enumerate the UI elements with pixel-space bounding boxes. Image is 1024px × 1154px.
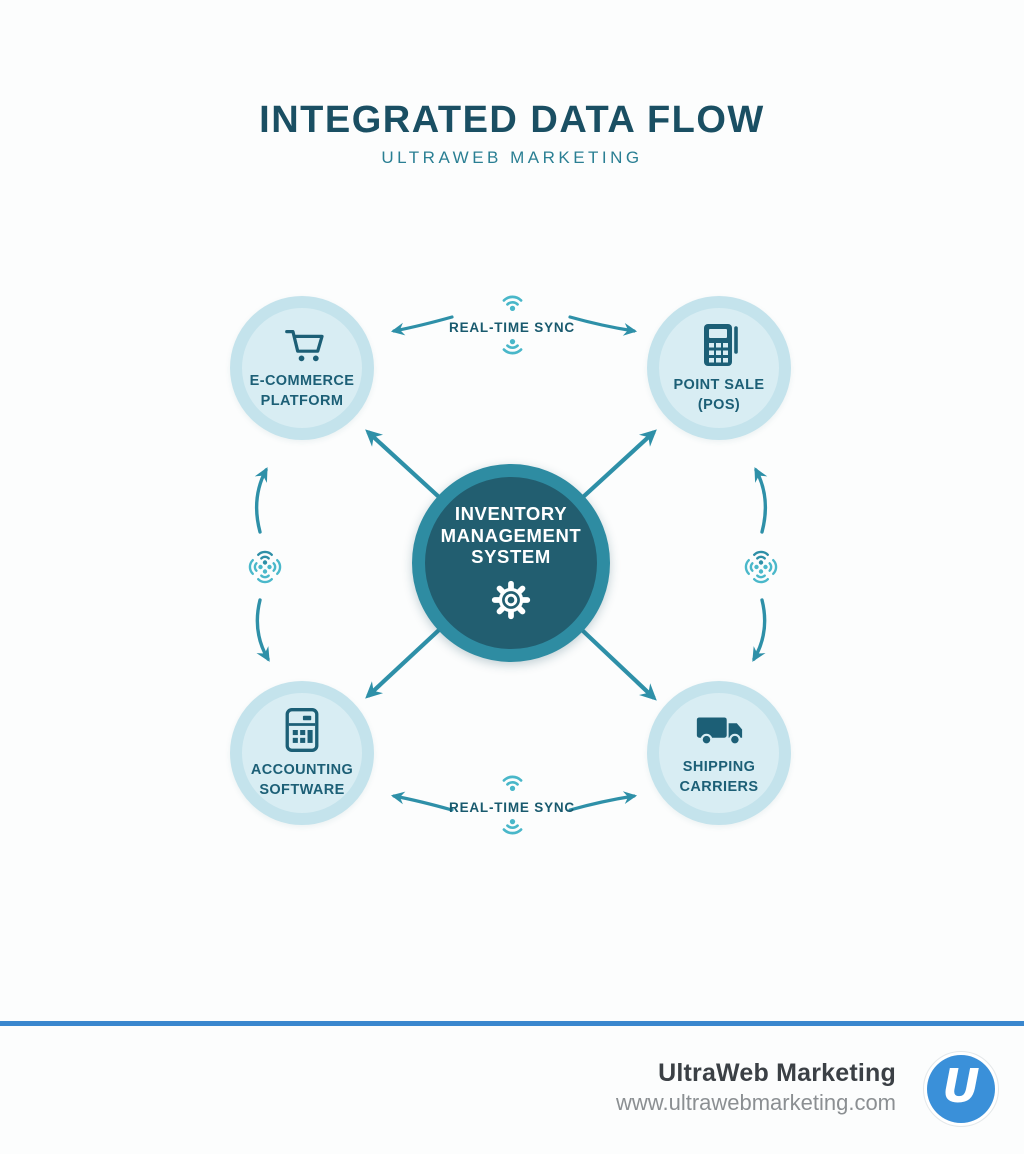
wifi-icon-flipped	[499, 818, 526, 841]
wifi-4way-icon	[248, 550, 282, 584]
node-label: E-COMMERCE PLATFORM	[249, 373, 355, 409]
node-label: POINT SALE (POS)	[673, 377, 765, 413]
ultraweb-logo-circle: U	[927, 1055, 995, 1123]
sync-arrows-horizontal	[390, 315, 638, 812]
shopping-cart-icon	[279, 325, 325, 365]
calculator-icon	[281, 706, 323, 754]
wifi-4way-icon	[744, 550, 778, 584]
sync-label-top: REAL-TIME SYNC	[0, 294, 1024, 361]
ultraweb-logo-letter: U	[942, 1059, 980, 1113]
wifi-icon	[499, 774, 526, 797]
wifi-icon	[499, 294, 526, 317]
node-ecommerce-platform: E-COMMERCE PLATFORM	[230, 296, 374, 440]
node-point-of-sale: POINT SALE (POS)	[647, 296, 791, 440]
ultraweb-logo: U	[923, 1051, 999, 1127]
page-subtitle: ULTRAWEB MARKETING	[381, 148, 643, 167]
node-accounting-software: ACCOUNTING SOFTWARE	[230, 681, 374, 825]
node-label: ACCOUNTING SOFTWARE	[250, 762, 354, 798]
footer-text: UltraWeb Marketing www.ultrawebmarketing…	[616, 1059, 896, 1116]
pos-terminal-icon	[696, 321, 742, 369]
sync-label-text: REAL-TIME SYNC	[449, 320, 575, 335]
truck-icon	[693, 709, 745, 751]
sync-label-bottom: REAL-TIME SYNC	[0, 774, 1024, 841]
sync-arrows-vertical	[254, 467, 768, 662]
node-label: SHIPPING CARRIERS	[679, 759, 759, 795]
gear-icon	[488, 577, 534, 623]
page-title: INTEGRATED DATA FLOW	[259, 99, 765, 141]
footer-divider	[0, 1021, 1024, 1026]
wifi-icon-flipped	[499, 338, 526, 361]
footer-company-name: UltraWeb Marketing	[658, 1059, 896, 1087]
hub-inventory-management-system: INVENTORY MANAGEMENT SYSTEM	[412, 464, 610, 662]
sync-label-text: REAL-TIME SYNC	[449, 800, 575, 815]
hub-label: INVENTORY MANAGEMENT SYSTEM	[440, 502, 582, 568]
footer-website: www.ultrawebmarketing.com	[616, 1090, 896, 1115]
node-shipping-carriers: SHIPPING CARRIERS	[647, 681, 791, 825]
